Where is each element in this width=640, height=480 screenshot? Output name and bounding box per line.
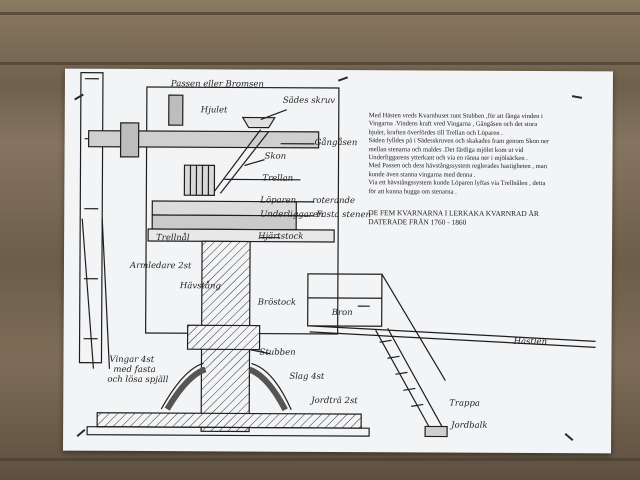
label-armledare: Armledare 2st xyxy=(129,260,192,272)
bridge xyxy=(307,273,383,327)
label-passen: Passen eller Bromsen xyxy=(170,79,264,90)
plank-seam xyxy=(0,458,640,461)
label-bron: Bron xyxy=(331,307,353,319)
tail-pole xyxy=(309,325,596,342)
label-fasta-stenen: Fasta stenen xyxy=(316,209,372,221)
label-hastlen: Hästlen xyxy=(513,336,548,348)
grain-hopper xyxy=(241,116,276,129)
label-loparen: Löparen xyxy=(260,195,297,206)
label-och-losa: och lösa spjäll xyxy=(107,374,169,386)
wing-frame xyxy=(78,72,104,364)
info-heading: DATERADE FRÅN 1760 - 1860 xyxy=(368,217,467,227)
lantern-gear xyxy=(183,164,216,196)
label-hjulet: Hjulet xyxy=(200,105,228,116)
label-underliggaren: Underliggaren xyxy=(260,209,324,220)
label-slag: Slag 4st xyxy=(289,371,325,382)
label-stubben: Stubben xyxy=(259,347,296,358)
main-shaft xyxy=(87,130,320,149)
label-trappa: Trappa xyxy=(449,398,481,409)
label-trellan: Trellan xyxy=(262,173,294,184)
label-roterande: roterande xyxy=(312,195,356,207)
windmill-cross-section-drawing xyxy=(78,72,596,438)
label-vingar: Vingar 4st xyxy=(109,354,155,366)
label-havstang: Hävstång xyxy=(179,281,221,292)
ground-beam xyxy=(96,412,362,429)
label-hjartstock: Hjärtstock xyxy=(258,231,304,242)
label-jordtra: Jordträ 2st xyxy=(311,395,358,407)
label-jordbalk: Jordbalk xyxy=(451,420,488,431)
label-gangasen: Gångåsen xyxy=(314,137,358,149)
label-trellnal: Trellnål xyxy=(156,233,190,244)
info-text-block: Med Hästen vreds Kvarnhuset runt Stubben… xyxy=(368,112,605,227)
label-sadesskruv: Sädes skruv xyxy=(282,95,336,106)
info-line: för att kunna hugga om stenarna . xyxy=(368,187,457,196)
label-brostock: Bröstock xyxy=(257,297,297,308)
plank-seam xyxy=(0,12,640,15)
plank-seam xyxy=(0,62,640,65)
label-med-fasta: med fasta xyxy=(113,364,156,376)
label-skon: Skon xyxy=(264,151,287,162)
laminated-diagram-sheet: Passen eller Bromsen Hjulet Sädes skruv … xyxy=(63,68,613,454)
